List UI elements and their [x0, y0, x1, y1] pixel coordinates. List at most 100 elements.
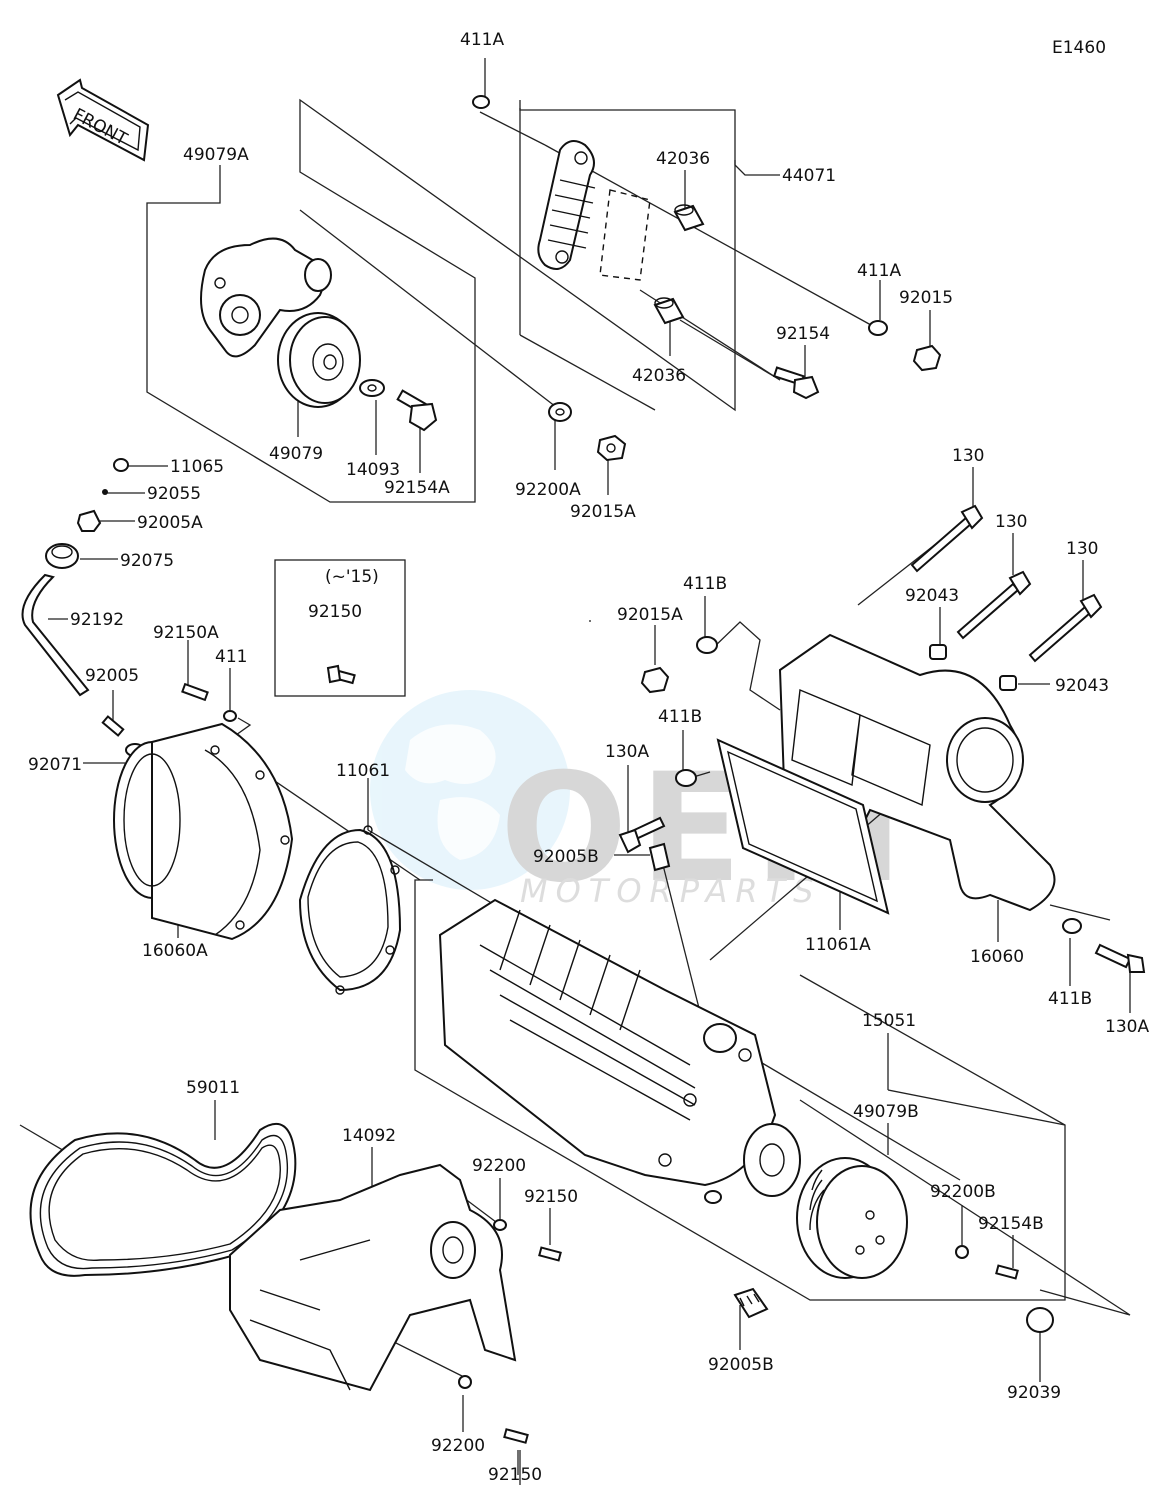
- hose-92192[interactable]: [21, 573, 90, 697]
- nut-92015A-top[interactable]: [596, 434, 627, 462]
- label-44071[interactable]: 44071: [782, 166, 836, 186]
- label-92200B[interactable]: 92200B: [930, 1182, 996, 1202]
- label-92150-b[interactable]: 92150: [488, 1465, 542, 1485]
- label-14092[interactable]: 14092: [342, 1126, 396, 1146]
- label-411B-c[interactable]: 411B: [1048, 989, 1092, 1009]
- label-92015[interactable]: 92015: [899, 288, 953, 308]
- label-411A-right[interactable]: 411A: [857, 261, 901, 281]
- label-92015A-top[interactable]: 92015A: [570, 502, 636, 522]
- label-11061A[interactable]: 11061A: [805, 935, 871, 955]
- collar-92043-a[interactable]: [929, 644, 947, 660]
- bolt-130-b[interactable]: [956, 570, 1032, 640]
- label-411B-b[interactable]: 411B: [658, 707, 702, 727]
- label-130A-b[interactable]: 130A: [1105, 1017, 1149, 1037]
- belt-cover-14092[interactable]: [229, 1163, 517, 1392]
- bolt-92154B[interactable]: [995, 1264, 1019, 1280]
- label-92150-a[interactable]: 92150: [524, 1187, 578, 1207]
- bolt-92150A[interactable]: [181, 682, 209, 702]
- label-92055[interactable]: 92055: [147, 484, 201, 504]
- label-16060[interactable]: 16060: [970, 947, 1024, 967]
- label-92192[interactable]: 92192: [70, 610, 124, 630]
- washer-411B-c[interactable]: [1062, 918, 1082, 934]
- fitting-92005B-bottom[interactable]: [733, 1287, 769, 1319]
- bolt-130-a[interactable]: [910, 504, 984, 573]
- collar-42036-top[interactable]: [673, 204, 705, 232]
- intake-manifold-16060[interactable]: [778, 633, 1056, 912]
- label-92200-a[interactable]: 92200: [472, 1156, 526, 1176]
- label-130A-a[interactable]: 130A: [605, 742, 649, 762]
- grommet-92075[interactable]: [45, 543, 79, 569]
- label-92005B-top[interactable]: 92005B: [533, 847, 599, 867]
- label-49079B[interactable]: 49079B: [853, 1102, 919, 1122]
- gasket-11061[interactable]: [298, 825, 402, 995]
- label-49079A[interactable]: 49079A: [183, 145, 249, 165]
- label-92200-b[interactable]: 92200: [431, 1436, 485, 1456]
- collar-42036-bottom[interactable]: [653, 297, 685, 325]
- label-411A-top[interactable]: 411A: [460, 30, 504, 50]
- fitting-92005B-top[interactable]: [648, 842, 671, 872]
- washer-92200-a[interactable]: [493, 1219, 507, 1231]
- label-92200A[interactable]: 92200A: [515, 480, 581, 500]
- label-92005B-bottom[interactable]: 92005B: [708, 1355, 774, 1375]
- washer-411[interactable]: [223, 710, 237, 722]
- label-92154[interactable]: 92154: [776, 324, 830, 344]
- intake-duct-16060A[interactable]: [113, 722, 294, 941]
- label-411B-a[interactable]: 411B: [683, 574, 727, 594]
- label-92015A-mid[interactable]: 92015A: [617, 605, 683, 625]
- nut-92015A-mid[interactable]: [640, 666, 670, 694]
- bolt-130A-a[interactable]: [618, 816, 666, 854]
- washer-411A-right[interactable]: [868, 320, 888, 336]
- label-92005[interactable]: 92005: [85, 666, 139, 686]
- label-92154B[interactable]: 92154B: [978, 1214, 1044, 1234]
- label-92043-b[interactable]: 92043: [1055, 676, 1109, 696]
- label-92075[interactable]: 92075: [120, 551, 174, 571]
- label-411[interactable]: 411: [215, 647, 247, 667]
- bolt-92154A[interactable]: [396, 389, 438, 432]
- label-130-c[interactable]: 130: [1066, 539, 1098, 559]
- label-92150-box[interactable]: 92150: [308, 602, 362, 622]
- label-130-b[interactable]: 130: [995, 512, 1027, 532]
- label-92005A[interactable]: 92005A: [137, 513, 203, 533]
- cap-11065[interactable]: [113, 458, 129, 472]
- washer-411A-top[interactable]: [472, 95, 490, 109]
- fitting-92005A[interactable]: [76, 509, 102, 532]
- washer-411B-a[interactable]: [696, 636, 718, 654]
- label-92154A[interactable]: 92154A: [384, 478, 450, 498]
- washer-14093[interactable]: [359, 379, 385, 397]
- washer-92200A[interactable]: [548, 402, 572, 422]
- bolt-92150-box[interactable]: [326, 664, 356, 685]
- label-92039[interactable]: 92039: [1007, 1383, 1061, 1403]
- nut-92015[interactable]: [912, 344, 942, 372]
- label-92071[interactable]: 92071: [28, 755, 82, 775]
- gasket-11061A[interactable]: [716, 738, 890, 915]
- label-59011[interactable]: 59011: [186, 1078, 240, 1098]
- label-49079[interactable]: 49079: [269, 444, 323, 464]
- label-92150A[interactable]: 92150A: [153, 623, 219, 643]
- bolt-92150-b[interactable]: [503, 1428, 529, 1444]
- label-11061[interactable]: 11061: [336, 761, 390, 781]
- washer-92200-b[interactable]: [458, 1375, 472, 1389]
- label-42036-bottom[interactable]: 42036: [632, 366, 686, 386]
- tensioner-arm-49079A[interactable]: [200, 237, 332, 358]
- pulley-49079[interactable]: [277, 312, 361, 408]
- pulley-49079B[interactable]: [796, 1157, 908, 1279]
- fitting-92005[interactable]: [101, 715, 125, 737]
- bolt-92154[interactable]: [772, 366, 820, 400]
- bolt-130-c[interactable]: [1028, 593, 1103, 663]
- collar-92043-b[interactable]: [999, 675, 1017, 691]
- bolt-92150-a[interactable]: [538, 1246, 562, 1262]
- damper-spring-44071[interactable]: [537, 140, 651, 281]
- label-14093[interactable]: 14093: [346, 460, 400, 480]
- washer-92200B[interactable]: [955, 1245, 969, 1259]
- label-15051[interactable]: 15051: [862, 1011, 916, 1031]
- label-11065[interactable]: 11065: [170, 457, 224, 477]
- supercharger-15051[interactable]: [438, 898, 801, 1204]
- cap-92039[interactable]: [1026, 1307, 1054, 1333]
- clip-92055[interactable]: [102, 489, 108, 495]
- bolt-130A-b[interactable]: [1094, 943, 1146, 973]
- label-130-a[interactable]: 130: [952, 446, 984, 466]
- label-16060A[interactable]: 16060A: [142, 941, 208, 961]
- label-42036-top[interactable]: 42036: [656, 149, 710, 169]
- label-92043-a[interactable]: 92043: [905, 586, 959, 606]
- washer-411B-b[interactable]: [675, 769, 697, 787]
